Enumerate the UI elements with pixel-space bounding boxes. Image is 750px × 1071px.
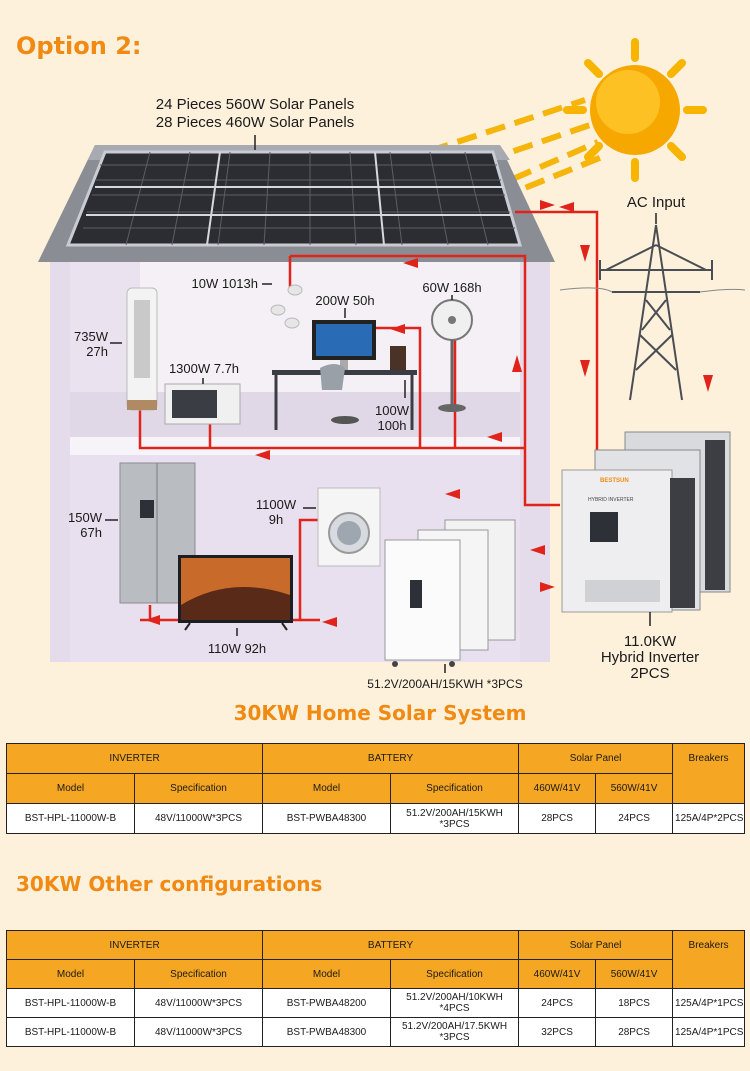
- inverter-model-cell: BST-HPL-11000W-B: [6, 988, 135, 1018]
- panel-460-cell: 28PCS: [518, 803, 597, 834]
- inverter-model-header: Model: [6, 773, 135, 804]
- tv-label: 110W 92h: [207, 641, 267, 656]
- battery-spec-cell: 51.2V/200AH/15KWH *3PCS: [390, 803, 520, 834]
- solar-panels-label: 24 Pieces 560W Solar Panels 28 Pieces 46…: [130, 96, 380, 132]
- spec-table-main: INVERTER BATTERY Solar Panel Breakers Mo…: [5, 743, 746, 834]
- battery-model-cell: BST-PWBA48300: [262, 803, 392, 834]
- battery-spec-cell: 51.2V/200AH/10KWH *4PCS: [390, 988, 520, 1018]
- microwave-icon: [164, 383, 241, 425]
- inverter-model-header: Model: [6, 959, 135, 989]
- system-title: 30KW Home Solar System: [233, 701, 527, 725]
- panels-line-1: 24 Pieces 560W Solar Panels: [155, 96, 355, 113]
- washer-label: 1100W 9h: [250, 497, 302, 527]
- inverter-group-header: INVERTER: [5, 930, 264, 960]
- battery-label: 51.2V/200AH/15KWH *3PCS: [367, 677, 523, 691]
- solar-panel-group-header: Solar Panel: [518, 743, 674, 774]
- panel-560-cell: 24PCS: [595, 803, 674, 834]
- panel-460-cell: 32PCS: [518, 1017, 597, 1047]
- panel-560-header: 560W/41V: [595, 773, 674, 804]
- table-row: BST-HPL-11000W-B 48V/11000W*3PCS BST-PWB…: [6, 803, 746, 834]
- battery-group-header: BATTERY: [262, 930, 520, 960]
- inverter-type: Hybrid Inverter: [600, 649, 700, 666]
- inverter-spec-cell: 48V/11000W*3PCS: [133, 803, 264, 834]
- ac-input-label: AC Input: [626, 194, 686, 211]
- solar-panel-group-header: Solar Panel: [518, 930, 674, 960]
- panel-460-header: 460W/41V: [518, 773, 597, 804]
- other-config-title: 30KW Other configurations: [16, 872, 323, 896]
- option-title: Option 2:: [16, 32, 142, 60]
- inverter-model-text: HYBRID INVERTER: [588, 497, 634, 503]
- inverter-spec-cell: 48V/11000W*3PCS: [133, 1017, 264, 1047]
- battery-model-cell: BST-PWBA48200: [262, 988, 392, 1018]
- panel-560-cell: 18PCS: [595, 988, 674, 1018]
- lamp-icon: [270, 284, 303, 329]
- ac-unit-hours: 27h: [86, 344, 108, 359]
- battery-model-cell: BST-PWBA48300: [262, 1017, 392, 1047]
- solar-panel-array: [65, 150, 522, 247]
- flow-arrows: [145, 200, 713, 627]
- battery-cabinets: [384, 519, 516, 667]
- breaker-cell: 125A/4P*1PCS: [672, 1017, 746, 1047]
- inverter-power: 11.0KW: [623, 633, 677, 650]
- fridge-hours: 67h: [80, 525, 102, 540]
- label-leaders: [105, 135, 657, 673]
- washer-power: 1100W: [255, 497, 297, 512]
- speaker-label: 100W 100h: [370, 403, 414, 433]
- breakers-header: Breakers: [672, 743, 746, 804]
- computer-label: 200W 50h: [315, 293, 375, 308]
- washer-hours: 9h: [268, 512, 284, 527]
- panel-560-header: 560W/41V: [595, 959, 674, 989]
- spec-table-other: INVERTER BATTERY Solar Panel Breakers Mo…: [5, 930, 746, 1047]
- inverter-spec-header: Specification: [133, 959, 264, 989]
- inverter-model-cell: BST-HPL-11000W-B: [6, 803, 135, 834]
- battery-spec-header: Specification: [390, 773, 520, 804]
- solar-system-diagram: [38, 38, 746, 673]
- battery-spec-cell: 51.2V/200AH/17.5KWH *3PCS: [390, 1017, 520, 1047]
- ac-unit-power: 735W: [74, 329, 108, 344]
- fridge-label: 150W 67h: [60, 510, 102, 540]
- hybrid-inverter-units: [561, 431, 731, 613]
- table-row: BST-HPL-11000W-B 48V/11000W*3PCS BST-PWB…: [6, 1017, 746, 1047]
- battery-spec-header: Specification: [390, 959, 520, 989]
- tower-ac-icon: [126, 287, 158, 411]
- inverter-spec-cell: 48V/11000W*3PCS: [133, 988, 264, 1018]
- table-row: BST-HPL-11000W-B 48V/11000W*3PCS BST-PWB…: [6, 988, 746, 1018]
- inverter-spec-header: Specification: [133, 773, 264, 804]
- inverter-qty: 2PCS: [630, 665, 670, 682]
- floor-divider: [70, 437, 520, 455]
- panel-560-cell: 28PCS: [595, 1017, 674, 1047]
- inverter-model-cell: BST-HPL-11000W-B: [6, 1017, 135, 1047]
- washing-machine-icon: [317, 487, 381, 567]
- speaker-hours: 100h: [377, 418, 407, 433]
- ac-unit-label: 735W 27h: [60, 329, 108, 359]
- inverter-group-header: INVERTER: [5, 743, 264, 774]
- panel-460-header: 460W/41V: [518, 959, 597, 989]
- panels-line-2: 28 Pieces 460W Solar Panels: [155, 114, 355, 131]
- microwave-label: 1300W 7.7h: [168, 361, 240, 376]
- battery-model-header: Model: [262, 959, 392, 989]
- fan-label: 60W 168h: [422, 280, 482, 295]
- battery-group-header: BATTERY: [262, 743, 520, 774]
- lamp-label: 10W 1013h: [191, 276, 259, 291]
- inverter-brand: BESTSUN: [600, 478, 629, 484]
- battery-model-header: Model: [262, 773, 392, 804]
- inverter-label: 11.0KW Hybrid Inverter 2PCS: [595, 634, 705, 682]
- panel-460-cell: 24PCS: [518, 988, 597, 1018]
- breakers-header: Breakers: [672, 930, 746, 989]
- breaker-cell: 125A/4P*2PCS: [672, 803, 746, 834]
- desk-computer-icon: [272, 320, 417, 430]
- breaker-cell: 125A/4P*1PCS: [672, 988, 746, 1018]
- tv-icon: [178, 555, 293, 631]
- fridge-power: 150W: [68, 510, 102, 525]
- fan-icon: [431, 299, 473, 412]
- sun-icon: [563, 38, 707, 182]
- power-tower-icon: [559, 224, 746, 401]
- speaker-power: 100W: [375, 403, 409, 418]
